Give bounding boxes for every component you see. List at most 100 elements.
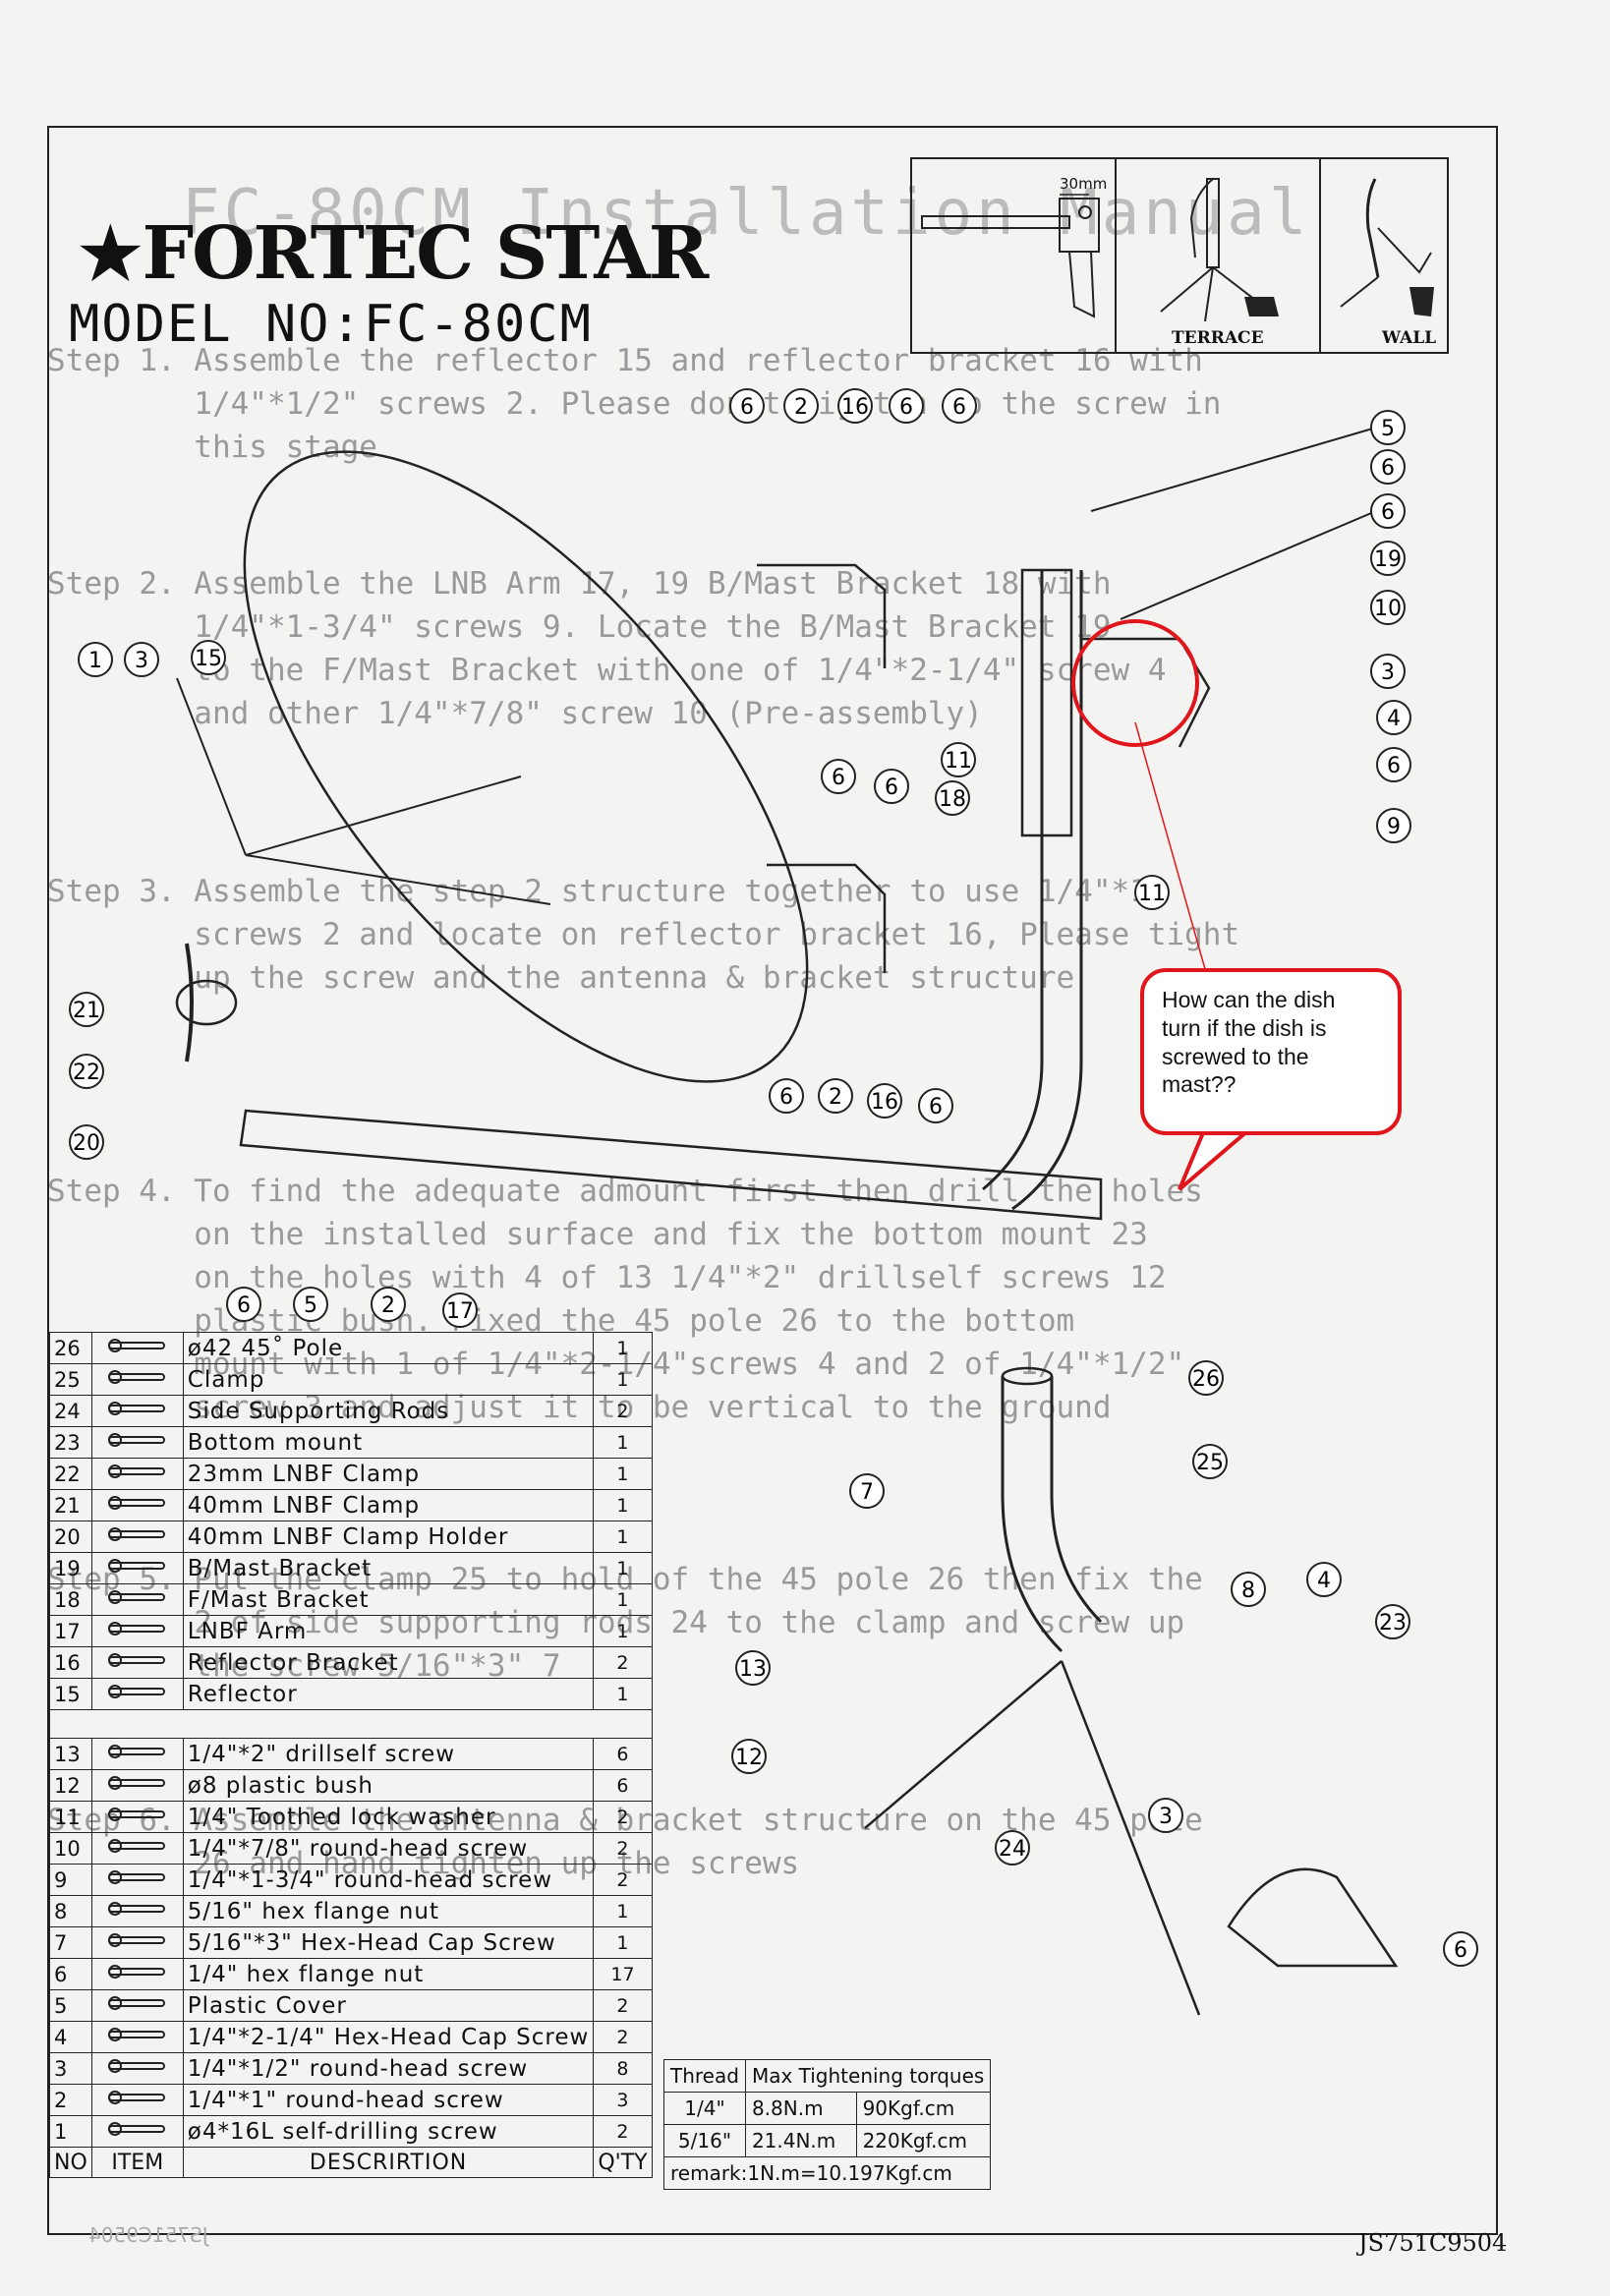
part-number: 20 bbox=[49, 1521, 92, 1553]
torque-row: 1/4" 8.8N.m 90Kgf.cm bbox=[663, 2092, 992, 2125]
page-frame bbox=[47, 126, 1498, 2235]
balloon-label: 6 bbox=[779, 1085, 793, 1110]
balloon-label: 8 bbox=[1241, 1578, 1255, 1603]
torque-kgf: 90Kgf.cm bbox=[855, 2092, 992, 2125]
torque-thread: 5/16" bbox=[663, 2124, 746, 2157]
part-quantity: 1 bbox=[593, 1926, 653, 1959]
balloon-label: 3 bbox=[1159, 1805, 1173, 1829]
reflector-bracket-upper bbox=[757, 563, 887, 668]
part-quantity: 1 bbox=[593, 1583, 653, 1616]
balloon-label: 1 bbox=[88, 649, 102, 673]
part-number: 1 bbox=[49, 2115, 92, 2148]
table-header-row: NO ITEM DESCRIRTION Q'TY bbox=[49, 2147, 653, 2178]
balloon-label: 7 bbox=[860, 1480, 874, 1505]
part-balloon: 21 bbox=[69, 992, 104, 1027]
part-icon bbox=[90, 1678, 184, 1710]
part-quantity: 1 bbox=[593, 1521, 653, 1553]
balloon-label: 22 bbox=[73, 1061, 100, 1085]
balloon-label: 4 bbox=[1387, 707, 1401, 731]
balloon-label: 21 bbox=[73, 999, 100, 1023]
part-icon bbox=[90, 1615, 184, 1647]
part-icon bbox=[90, 1363, 184, 1396]
part-balloon: 18 bbox=[935, 780, 970, 816]
torque-nm: 8.8N.m bbox=[744, 2092, 857, 2125]
part-balloon: 4 bbox=[1306, 1562, 1342, 1597]
part-quantity: 1 bbox=[593, 1489, 653, 1521]
part-number: 5 bbox=[49, 1989, 92, 2022]
part-icon bbox=[90, 1458, 184, 1490]
model-number: MODEL NO:FC-80CM bbox=[69, 295, 593, 354]
part-description: 1/4"*2-1/4" Hex-Head Cap Screw bbox=[182, 2021, 595, 2053]
part-number: 18 bbox=[49, 1583, 92, 1616]
balloon-label: 24 bbox=[999, 1837, 1026, 1862]
part-quantity: 1 bbox=[593, 1615, 653, 1647]
f-mast-bracket bbox=[1020, 568, 1073, 837]
part-balloon: 3 bbox=[124, 642, 159, 677]
ghost-step-3: Step 3. Assemble the step 2 structure to… bbox=[47, 874, 1240, 997]
bottom-mount bbox=[1227, 1867, 1399, 1968]
part-number: 8 bbox=[49, 1895, 92, 1927]
balloon-label: 6 bbox=[1454, 1938, 1467, 1963]
part-description: Side Supporting Rods bbox=[182, 1395, 595, 1427]
torque-header-row: Thread Max Tightening torques bbox=[663, 2059, 992, 2093]
part-number: 16 bbox=[49, 1646, 92, 1679]
part-icon bbox=[90, 1646, 184, 1679]
part-number: 21 bbox=[49, 1489, 92, 1521]
lnbf-clamp bbox=[175, 979, 238, 1026]
part-balloon: 22 bbox=[69, 1054, 104, 1089]
part-description: 1/4" hex flange nut bbox=[182, 1958, 595, 1990]
part-balloon: 23 bbox=[1375, 1604, 1410, 1639]
balloon-label: 6 bbox=[929, 1095, 943, 1119]
part-balloon: 17 bbox=[442, 1292, 478, 1328]
balloon-label: 19 bbox=[1374, 547, 1402, 572]
table-gap bbox=[49, 1709, 653, 1739]
balloon-label: 17 bbox=[446, 1299, 474, 1324]
part-quantity: 1 bbox=[593, 1678, 653, 1710]
balloon-label: 3 bbox=[1381, 660, 1395, 685]
part-balloon: 2 bbox=[818, 1078, 853, 1114]
pole-mount-illustration: 30mm bbox=[912, 159, 1117, 352]
ghost-step-2: Step 2. Assemble the LNB Arm 17, 19 B/Ma… bbox=[47, 566, 1167, 732]
brand-name: FORTEC STAR bbox=[142, 211, 710, 296]
part-balloon: 3 bbox=[1148, 1798, 1183, 1833]
part-description: 1/4"*1-3/4" round-head screw bbox=[182, 1864, 595, 1896]
part-balloon: 20 bbox=[69, 1124, 104, 1160]
part-icon bbox=[90, 1521, 184, 1553]
part-description: ø42 45˚ Pole bbox=[182, 1332, 595, 1364]
balloon-label: 6 bbox=[740, 395, 754, 420]
question-callout: How can the dish turn if the dish is scr… bbox=[1140, 968, 1402, 1135]
torque-header-thread: Thread bbox=[663, 2059, 746, 2093]
terrace-label: TERRACE bbox=[1172, 328, 1264, 348]
part-balloon: 6 bbox=[821, 759, 856, 794]
ghost-title: FC-80CM Installation Manual bbox=[182, 177, 1311, 250]
part-number: 11 bbox=[49, 1801, 92, 1833]
part-quantity: 1 bbox=[593, 1895, 653, 1927]
part-balloon: 15 bbox=[191, 640, 226, 675]
part-description: Plastic Cover bbox=[182, 1989, 595, 2022]
part-balloon: 2 bbox=[783, 388, 819, 424]
part-balloon: 19 bbox=[1370, 541, 1406, 576]
side-supporting-rod bbox=[864, 1660, 1063, 1829]
reflector-dish bbox=[243, 450, 809, 1083]
part-balloon: 6 bbox=[226, 1287, 261, 1322]
torque-remark-row: remark:1N.m=10.197Kgf.cm bbox=[662, 2156, 992, 2190]
terrace-mount-illustration: TERRACE bbox=[1117, 159, 1321, 352]
balloon-label: 10 bbox=[1374, 597, 1402, 621]
part-description: F/Mast Bracket bbox=[182, 1583, 595, 1616]
terrace-mount-drawing bbox=[1160, 178, 1279, 322]
